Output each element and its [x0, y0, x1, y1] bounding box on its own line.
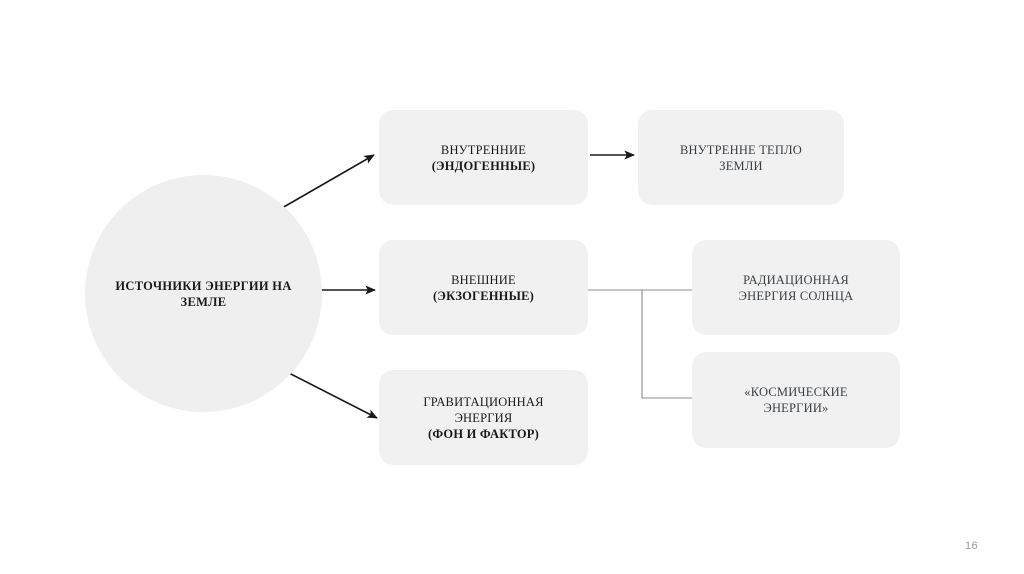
node-cosmic-line-2: ЭНЕРГИИ»	[763, 401, 829, 415]
node-solar-line-2: ЭНЕРГИЯ СОЛНЦА	[738, 288, 854, 303]
node-endogenic-line-1: ВНУТРЕННИЕ	[440, 142, 527, 157]
node-internal-heat-line-1: ВНУТРЕННЕ ТЕПЛО	[679, 142, 803, 157]
node-gravity-line-2: ЭНЕРГИЯ	[454, 410, 513, 425]
node-internal-heat-line-2: ЗЕМЛИ	[719, 158, 763, 173]
node-center-text: ИСТОЧНИКИ ЭНЕРГИИ НА ЗЕМЛЕ	[85, 278, 322, 310]
node-gravity-line-1: ГРАВИТАЦИОННАЯ	[423, 394, 544, 409]
node-internal-heat-text: ВНУТРЕННЕ ТЕПЛО ЗЕМЛИ	[638, 142, 844, 174]
node-gravity-line-3: (ФОН И ФАКТОР)	[427, 426, 539, 441]
node-center-line-2: ЗЕМЛЕ	[180, 294, 227, 309]
node-solar-line-1: РАДИАЦИОННАЯ	[743, 272, 849, 287]
node-gravity-text: ГРАВИТАЦИОННАЯ ЭНЕРГИЯ (ФОН И ФАКТОР)	[379, 394, 588, 442]
connector-exogenic-to-cosmic	[641, 290, 692, 399]
node-cosmic-energies[interactable]: «КОСМИЧЕСКИЕ ЭНЕРГИИ»	[692, 352, 900, 448]
connector-center-to-gravity	[284, 370, 378, 419]
node-cosmic-text: «КОСМИЧЕСКИЕ ЭНЕРГИИ»	[692, 384, 900, 416]
page-number: 16	[964, 540, 978, 552]
connector-center-to-endogenic	[281, 154, 375, 209]
node-endogenic-text: ВНУТРЕННИЕ (ЭНДОГЕННЫЕ)	[379, 142, 588, 174]
node-center-line-1: ИСТОЧНИКИ ЭНЕРГИИ НА	[115, 278, 292, 293]
node-exogenic-line-1: ВНЕШНИЕ	[451, 272, 516, 287]
node-endogenic-line-2: (ЭНДОГЕННЫЕ)	[431, 158, 536, 173]
node-solar-text: РАДИАЦИОННАЯ ЭНЕРГИЯ СОЛНЦА	[692, 272, 900, 304]
node-energy-sources-on-earth[interactable]: ИСТОЧНИКИ ЭНЕРГИИ НА ЗЕМЛЕ	[85, 175, 322, 412]
node-internal-heat-of-earth[interactable]: ВНУТРЕННЕ ТЕПЛО ЗЕМЛИ	[638, 110, 844, 205]
node-exogenic[interactable]: ВНЕШНИЕ (ЭКЗОГЕННЫЕ)	[379, 240, 588, 335]
node-exogenic-line-2: (ЭКЗОГЕННЫЕ)	[433, 288, 534, 303]
node-exogenic-text: ВНЕШНИЕ (ЭКЗОГЕННЫЕ)	[379, 272, 588, 304]
node-cosmic-line-1: «КОСМИЧЕСКИЕ	[744, 385, 848, 399]
node-endogenic[interactable]: ВНУТРЕННИЕ (ЭНДОГЕННЫЕ)	[379, 110, 588, 205]
node-gravitational-energy[interactable]: ГРАВИТАЦИОННАЯ ЭНЕРГИЯ (ФОН И ФАКТОР)	[379, 370, 588, 465]
node-solar-radiation-energy[interactable]: РАДИАЦИОННАЯ ЭНЕРГИЯ СОЛНЦА	[692, 240, 900, 335]
